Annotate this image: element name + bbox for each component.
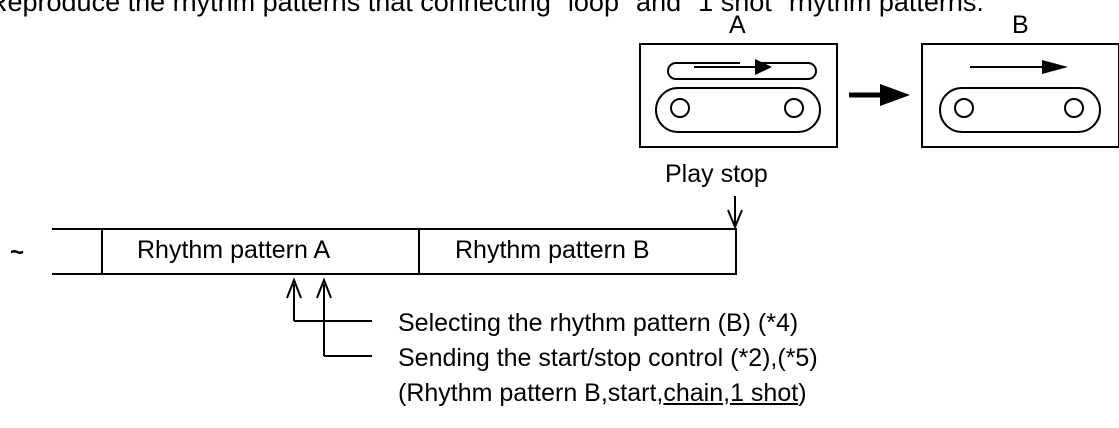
- play-stop-pointer: [727, 196, 743, 230]
- select-leader-arrow: [286, 277, 372, 322]
- segment-b-label: Rhythm pattern B: [455, 236, 650, 264]
- send-annotation: Sending the start/stop control (*2),(*5): [398, 344, 818, 372]
- select-annotation: Selecting the rhythm pattern (B) (*4): [398, 309, 799, 337]
- timeline-bar: [52, 228, 737, 275]
- params-prefix: (Rhythm pattern B,start,: [398, 379, 664, 407]
- one-shot-belt-icon: [921, 43, 1119, 148]
- params-underlined: chain,1 shot: [663, 379, 799, 407]
- play-stop-label: Play stop: [665, 160, 768, 188]
- segment-a-label: Rhythm pattern A: [137, 236, 331, 264]
- send-leader-arrow: [316, 277, 372, 357]
- right-arrow-icon: [849, 84, 910, 106]
- tilde-mark: ~: [10, 239, 25, 266]
- params-annotation: (Rhythm pattern B,start,chain,1 shot): [398, 381, 807, 406]
- params-suffix: ): [798, 379, 807, 407]
- loop-belt-icon: [639, 43, 838, 148]
- heading: Reproduce the rhythm patterns that conne…: [0, 0, 984, 17]
- icon-b-label: B: [1012, 11, 1029, 39]
- icon-a-label: A: [729, 11, 746, 39]
